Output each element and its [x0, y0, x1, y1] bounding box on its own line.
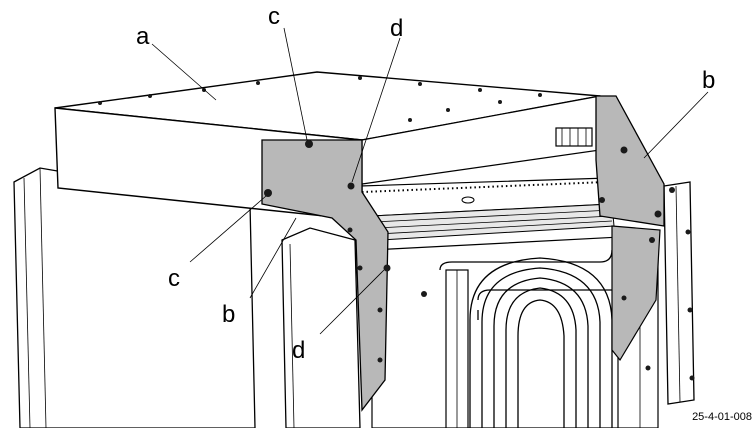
- rail-strip: [359, 177, 615, 241]
- label-d-bottom: d: [292, 337, 305, 364]
- right-cabinet-edge: [663, 181, 695, 405]
- side-bracket-right: [595, 95, 665, 227]
- left-cabinet-panel: [13, 167, 256, 428]
- leader-lines: [151, 27, 709, 335]
- label-a: a: [136, 23, 150, 50]
- right-lower-bracket: [611, 225, 661, 362]
- label-d-top: d: [390, 15, 403, 42]
- label-b-right: b: [702, 67, 715, 94]
- side-bracket-left: [261, 139, 391, 412]
- pipe-connector: [555, 127, 593, 147]
- label-c-left: c: [168, 265, 180, 292]
- front-vertical-panel: [281, 227, 361, 428]
- label-c-top: c: [268, 3, 280, 30]
- label-b-left: b: [222, 301, 235, 328]
- reference-code: 25-4-01-008: [692, 411, 752, 423]
